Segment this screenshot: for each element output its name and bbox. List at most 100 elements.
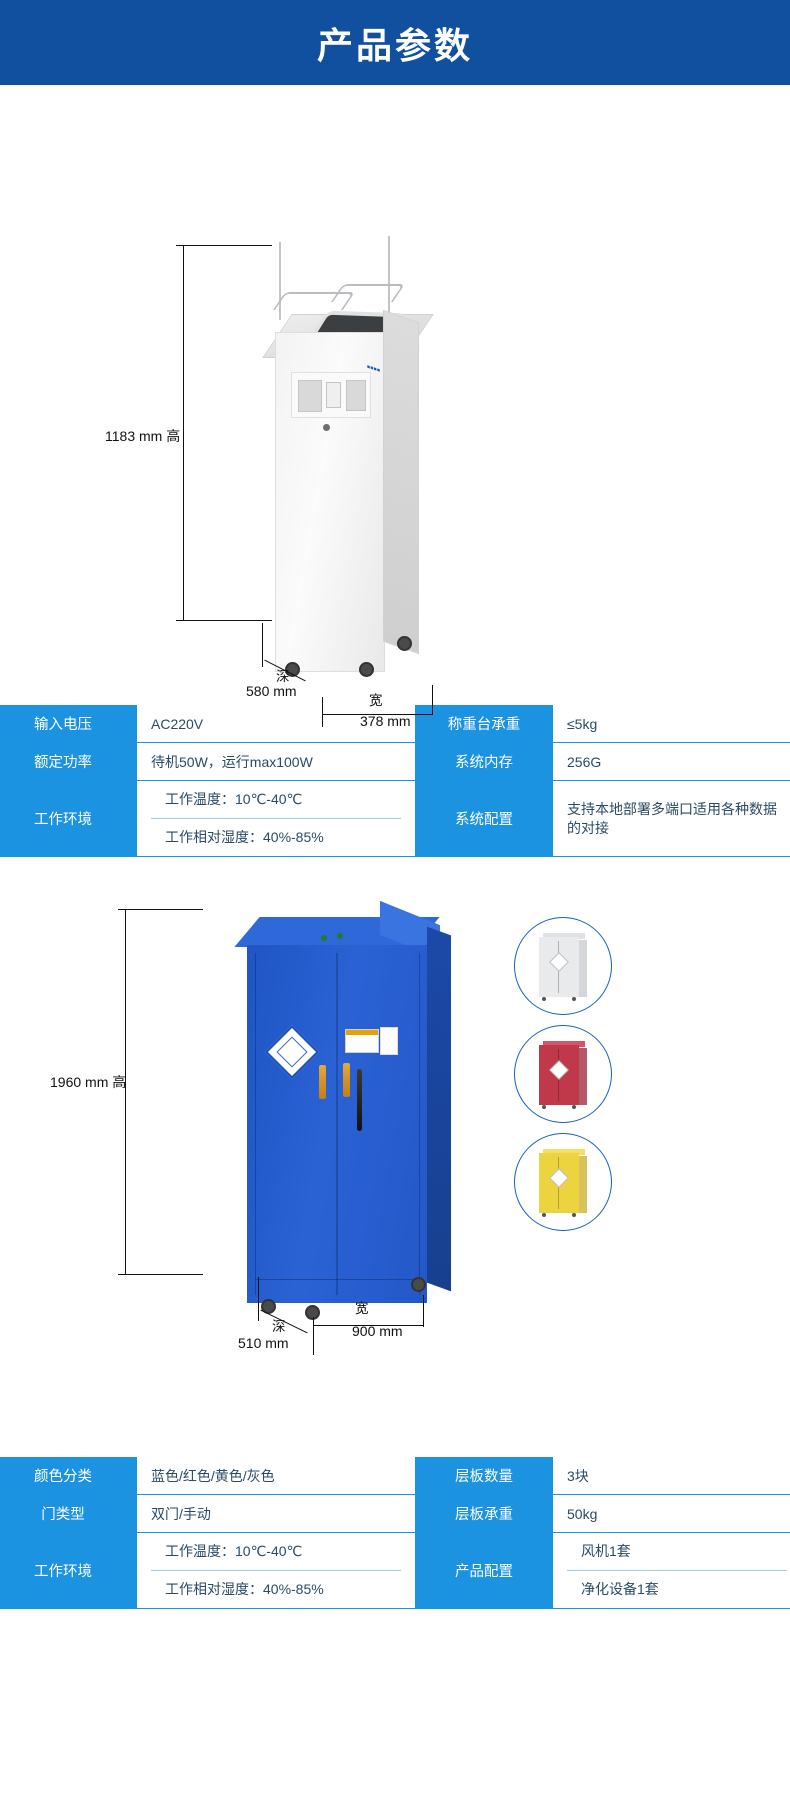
spec-value: 待机50W，运行max100W [137,742,415,781]
door-handle-left [319,1065,326,1099]
spec-table-2-wrapper: 颜色分类 蓝色/红色/黄色/灰色 层板数量 3块 门类型 双门/手动 层板承重 … [0,1457,790,1609]
spec-value-line: 风机1套 [567,1533,787,1571]
antenna-left [279,242,281,320]
spec-table-1-wrapper: 输入电压 AC220V 称重台承重 ≤5kg 额定功率 待机50W，运行max1… [0,705,790,857]
height-dimension-line-1 [183,245,184,620]
door-edge-left [255,953,256,1295]
height-label-2: 1960 mm 高 [50,1074,127,1090]
caster-rear-right [397,636,412,651]
width-tick-left-1 [322,697,323,727]
page-title: 产品参数 [316,24,473,66]
spec-value-line: 净化设备1套 [581,1581,659,1597]
depth-tick-1 [262,623,263,667]
table-row: 颜色分类 蓝色/红色/黄色/灰色 层板数量 3块 [0,1457,790,1495]
mini-top [543,1149,585,1155]
spec-value: ≤5kg [553,705,790,743]
mini-foot-left [542,997,546,1001]
spec-value-group: 工作温度：10℃-40℃ 工作相对湿度：40%-85% [137,1532,415,1609]
table-row: 额定功率 待机50W，运行max100W 系统内存 256G [0,742,790,781]
spec-value: 蓝色/红色/黄色/灰色 [137,1457,415,1495]
width-caption-1: 宽 [369,693,383,708]
depth-value-2: 510 mm [238,1335,289,1351]
spec-label: 层板承重 [415,1494,553,1533]
warning-sticker [380,1027,398,1055]
depth-caption-1: 深 [276,669,290,684]
spec-label: 层板数量 [415,1457,553,1495]
info-sticker-bar [346,1030,378,1035]
antenna-right [388,236,390,318]
spec-label: 输入电压 [0,705,137,743]
spec-label: 产品配置 [415,1532,553,1609]
hazard-diamond-inner [276,1036,308,1068]
mini-foot-right [572,1213,576,1217]
kiosk-side-face [383,309,419,655]
color-variant-thumbnails [500,907,630,1327]
handle-right [330,284,406,302]
page-header-banner: 产品参数 [0,0,790,85]
height-label-1: 1183 mm 高 [105,428,181,444]
door-edge-right [419,953,420,1295]
variant-thumbnail[interactable] [514,917,612,1015]
status-led-right [337,933,343,939]
height-tick-bottom-1 [176,620,272,621]
product-2-illustration: 1960 mm 高 [0,897,790,1457]
door-handle-right [343,1063,350,1097]
spec-table-2: 颜色分类 蓝色/红色/黄色/灰色 层板数量 3块 门类型 双门/手动 层板承重 … [0,1457,790,1609]
spec-value: AC220V [137,705,415,743]
table-row: 门类型 双门/手动 层板承重 50kg [0,1494,790,1533]
depth-value-1: 580 mm [246,683,297,699]
spec-value: 3块 [553,1457,790,1495]
table-row: 工作环境 工作温度：10℃-40℃ 工作相对湿度：40%-85% 系统配置 支持… [0,780,790,857]
width-dimension-line-1 [322,714,432,715]
mini-top [543,933,585,939]
spec-label: 工作环境 [0,780,137,857]
mini-cabinet [539,1149,587,1217]
spec-value: 支持本地部署多端口适用各种数据的对接 [553,780,790,857]
spec-value-group: 风机1套 净化设备1套 [553,1532,790,1609]
spec-label: 称重台承重 [415,705,553,743]
indicator-slot [326,382,341,408]
spec-label: 系统配置 [415,780,553,857]
width-dimension-line-2 [313,1325,423,1326]
mini-foot-right [572,1105,576,1109]
spec-value-group: 工作温度：10℃-40℃ 工作相对湿度：40%-85% [137,780,415,857]
card-slot [298,380,322,412]
mini-cabinet [539,1041,587,1109]
height-tick-top-1 [176,245,272,246]
table-row: 工作环境 工作温度：10℃-40℃ 工作相对湿度：40%-85% 产品配置 风机… [0,1532,790,1609]
spec-label: 工作环境 [0,1532,137,1609]
width-caption-2: 宽 [355,1301,369,1316]
variant-thumbnail[interactable] [514,1025,612,1123]
spec-label: 门类型 [0,1494,137,1533]
product-1-illustration: 1183 mm 高 ■■■■ 深 580 mm [0,85,790,729]
spec-value-line: 工作温度：10℃-40℃ [151,1533,401,1571]
height-tick-top-2 [118,909,203,910]
width-tick-left-2 [313,1317,314,1355]
variant-thumbnail[interactable] [514,1133,612,1231]
height-tick-bottom-2 [118,1274,203,1275]
caster-front-right-2 [305,1305,320,1320]
width-value-1: 378 mm [360,713,411,729]
door-bottom-line [255,1279,419,1280]
spec-value-line: 工作相对湿度：40%-85% [165,1581,324,1597]
spec-value: 50kg [553,1494,790,1533]
caster-rear-right-2 [411,1277,426,1292]
width-tick-right-1 [432,685,433,715]
section-spacer [0,857,790,897]
kiosk-machine-drawing: ■■■■ [255,236,440,680]
door-latch [357,1069,362,1131]
mini-cabinet [539,933,587,1001]
printer-slot [346,380,366,411]
spec-value-line: 工作相对湿度：40%-85% [165,829,324,845]
width-tick-right-2 [423,1295,424,1327]
cabinet-door-split [336,953,338,1295]
spec-value: 256G [553,742,790,781]
mini-side [579,940,587,997]
mini-foot-left [542,1213,546,1217]
spec-label: 系统内存 [415,742,553,781]
mini-side [579,1048,587,1105]
kiosk-control-panel [291,372,371,418]
mini-foot-left [542,1105,546,1109]
cabinet-side-face [427,926,451,1292]
